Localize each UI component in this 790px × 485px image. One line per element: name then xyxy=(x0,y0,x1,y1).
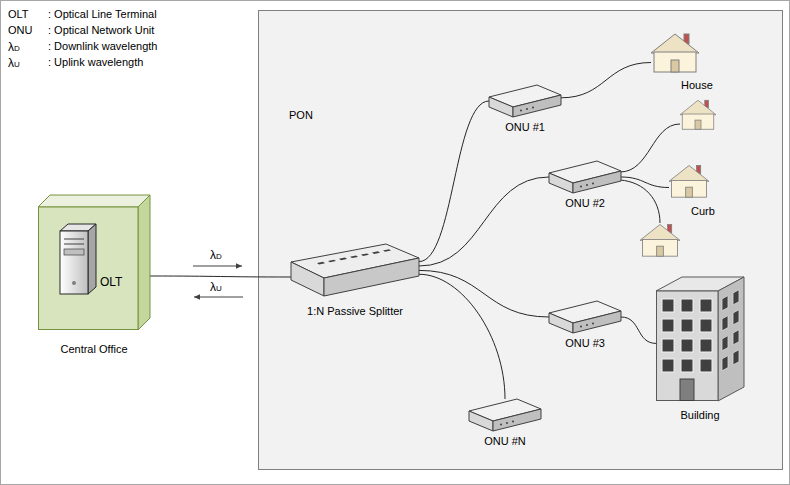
fiber-link xyxy=(419,270,549,317)
legend-abbreviation: ONU xyxy=(8,24,32,37)
onu-device: ONU #N xyxy=(469,399,541,431)
legend-abbreviation: λU xyxy=(8,56,20,72)
house-icon: House xyxy=(651,31,699,73)
onu-device: ONU #2 xyxy=(549,161,621,193)
node-label: ONU #1 xyxy=(505,121,545,134)
office-shape xyxy=(38,195,150,330)
uplink-arrow xyxy=(194,297,243,298)
node-label: ONU #N xyxy=(484,435,526,448)
house-icon xyxy=(680,100,716,129)
drop-wire xyxy=(620,124,680,172)
node-label: Building xyxy=(680,409,719,422)
house-shape xyxy=(651,31,699,73)
house-icon xyxy=(640,225,680,257)
legend-description: : Optical Network Unit xyxy=(48,24,154,37)
legend-abbreviation: OLT xyxy=(8,8,29,21)
node-label: ONU #2 xyxy=(565,197,605,210)
wavelength-label: λD xyxy=(210,248,222,264)
fiber-link xyxy=(621,317,656,343)
olt-office-box: OLTCentral Office xyxy=(38,195,150,330)
fiber-link xyxy=(419,177,549,266)
node-label: Curb xyxy=(691,205,715,218)
onu-shape xyxy=(549,301,621,333)
house-icon: Curb xyxy=(669,163,709,198)
downlink-arrow xyxy=(193,266,242,267)
wavelength-label: λU xyxy=(210,280,222,296)
fiber-link xyxy=(419,101,489,262)
fiber-link xyxy=(561,63,651,98)
node-label: House xyxy=(681,79,713,92)
onu-device: ONU #1 xyxy=(489,85,561,117)
pon-region: PON 1:N Passive Splitter ONU #1 HouseONU #2… xyxy=(258,10,783,470)
fiber-link xyxy=(621,177,669,188)
passive-splitter: 1:N Passive Splitter xyxy=(291,244,419,299)
fiber-link xyxy=(150,276,291,277)
house-shape xyxy=(669,163,709,198)
building-shape xyxy=(656,273,744,401)
node-label: Central Office xyxy=(60,343,127,356)
node-label: OLT xyxy=(100,275,122,289)
fiber-link xyxy=(419,274,505,399)
onu-device: ONU #3 xyxy=(549,301,621,333)
building-icon: Building xyxy=(656,273,744,401)
legend-description: : Optical Line Terminal xyxy=(48,8,157,21)
drop-wire xyxy=(620,180,660,223)
onu-shape xyxy=(489,85,561,117)
legend-description: : Downlink wavelength xyxy=(48,40,157,53)
legend-abbreviation: λD xyxy=(8,40,20,56)
node-label: 1:N Passive Splitter xyxy=(307,305,403,318)
splitter-shape xyxy=(291,244,419,299)
node-label: PON xyxy=(289,109,313,122)
legend-description: : Uplink wavelength xyxy=(48,56,143,69)
onu-shape xyxy=(469,399,541,431)
node-label: ONU #3 xyxy=(565,337,605,350)
onu-shape xyxy=(549,161,621,193)
